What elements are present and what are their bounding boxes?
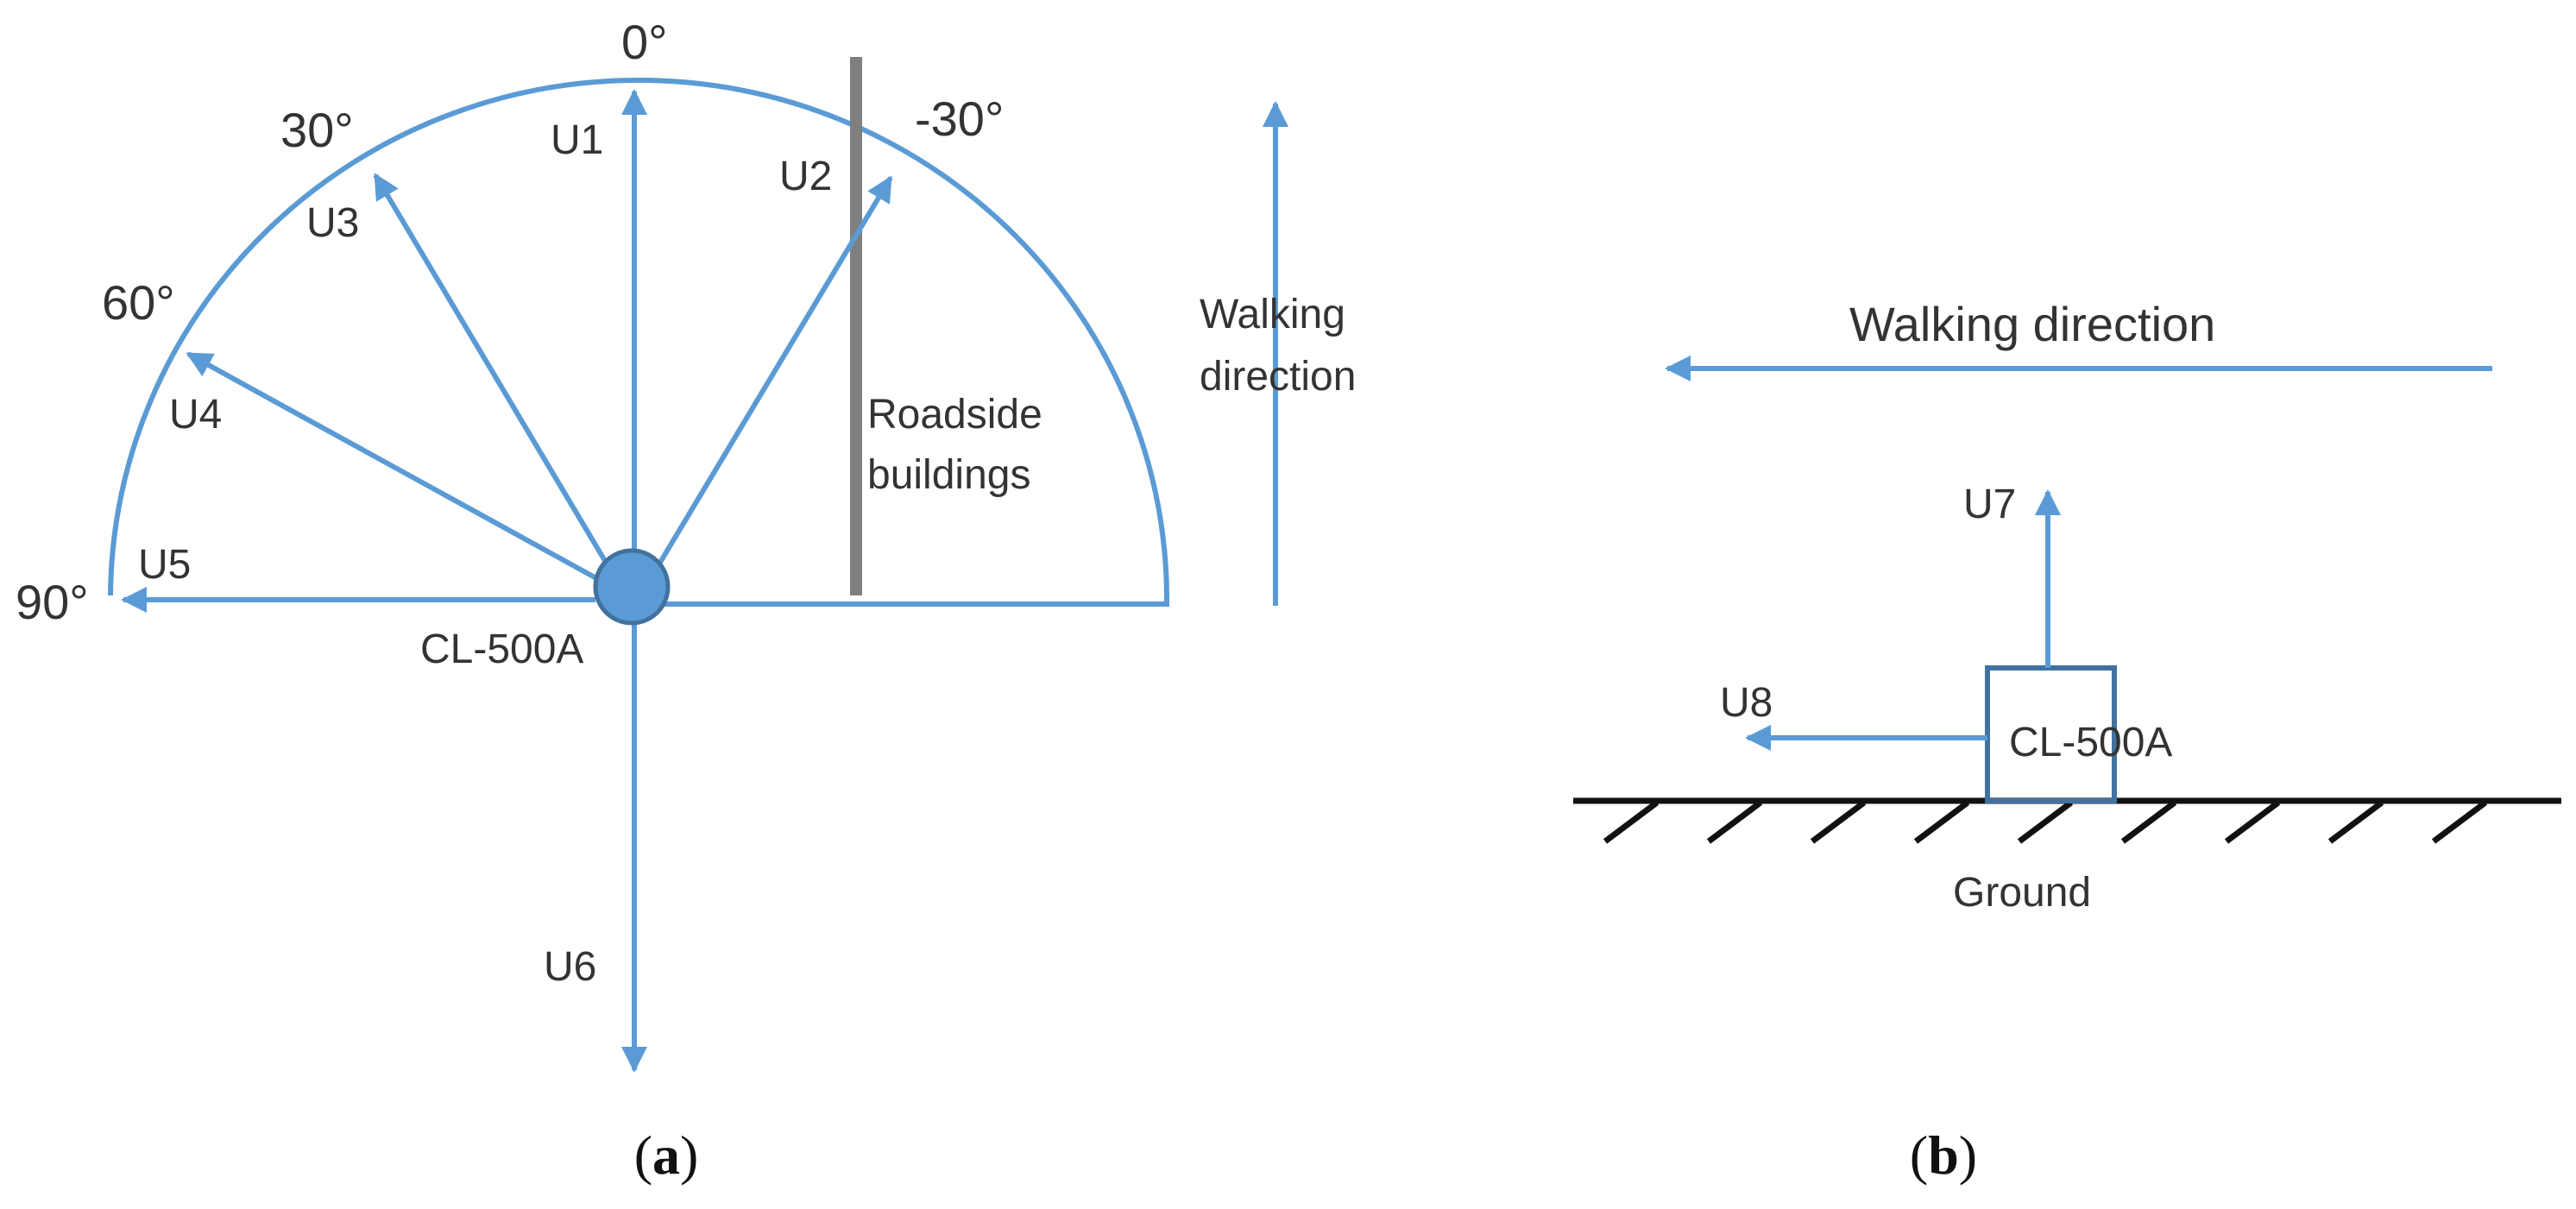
panel-a-caption: (a) bbox=[634, 1124, 699, 1186]
panel-b: Walking direction U7 U8 CL-500A Ground (… bbox=[1573, 297, 2561, 1186]
ground-hatching bbox=[1603, 800, 2488, 844]
arrow-label-u8: U8 bbox=[1720, 680, 1773, 726]
device-label-b: CL-500A bbox=[2009, 720, 2172, 765]
arrow-u4 bbox=[186, 351, 606, 585]
device-label-a: CL-500A bbox=[420, 627, 583, 672]
arrow-label-u4: U4 bbox=[169, 392, 222, 438]
roadside-buildings-label-line2: buildings bbox=[867, 452, 1030, 498]
walking-direction-label-line2: direction bbox=[1200, 354, 1356, 400]
angle-label-0: 0° bbox=[621, 15, 668, 69]
roadside-buildings-label-line1: Roadside bbox=[867, 392, 1042, 438]
ground-label: Ground bbox=[1953, 870, 2091, 916]
measurement-semicircle bbox=[108, 78, 1170, 607]
walking-direction-label-line1: Walking bbox=[1200, 292, 1345, 337]
arrow-u2 bbox=[653, 175, 893, 571]
angle-label-90: 90° bbox=[16, 575, 89, 629]
sensor-box-icon bbox=[1985, 665, 2117, 803]
angle-label-60: 60° bbox=[102, 275, 175, 330]
sensor-circle-icon bbox=[593, 548, 671, 626]
arrow-label-u2: U2 bbox=[779, 154, 832, 199]
arrow-label-u7: U7 bbox=[1963, 482, 2016, 527]
walking-direction-label-b: Walking direction bbox=[1849, 297, 2215, 351]
arrow-label-u1: U1 bbox=[551, 117, 603, 163]
arrow-label-u6: U6 bbox=[544, 944, 596, 990]
arrow-label-u3: U3 bbox=[306, 200, 359, 246]
arrow-label-u5: U5 bbox=[138, 542, 191, 588]
arrow-u3 bbox=[373, 173, 615, 576]
panel-a: 0° 30° -30° 60° 90° U1 U2 U3 U4 U5 U6 CL… bbox=[16, 15, 1356, 1186]
angle-label-30: 30° bbox=[280, 103, 354, 157]
angle-label-neg30: -30° bbox=[915, 91, 1004, 146]
panel-b-caption: (b) bbox=[1910, 1124, 1977, 1186]
